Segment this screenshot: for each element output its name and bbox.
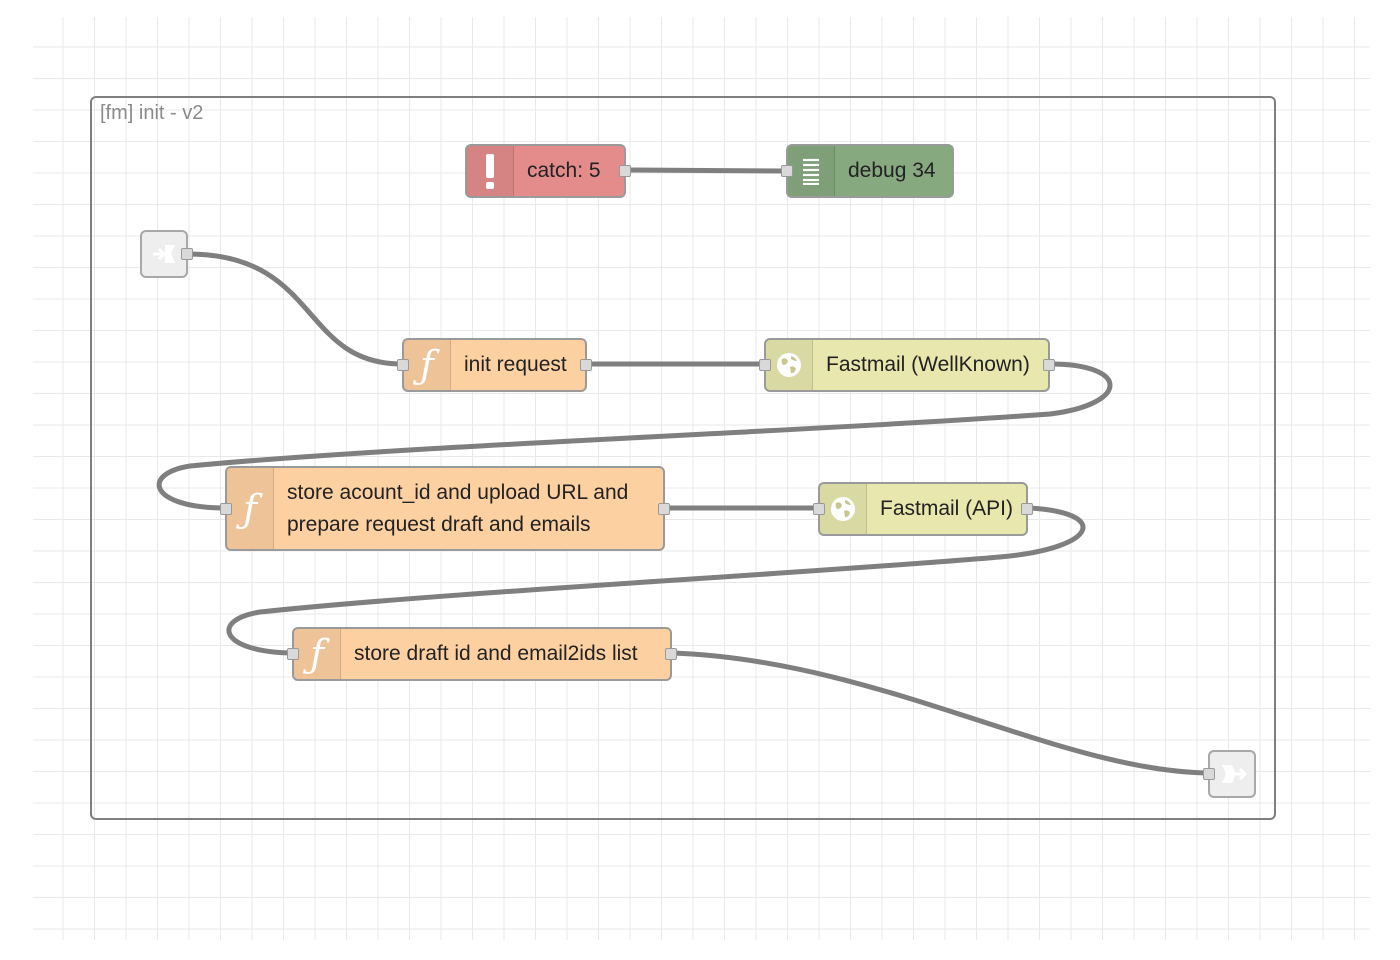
wire-api-draft[interactable]	[226, 505, 1086, 656]
store-draft-output-port[interactable]	[665, 648, 677, 660]
catch-node[interactable]: catch: 5	[465, 144, 631, 198]
group-label: [fm] init - v2	[100, 102, 204, 124]
store-account-label-line2: prepare request draft and emails	[287, 512, 591, 536]
link-out-icon	[1222, 765, 1247, 783]
fastmail-api-input-port[interactable]	[813, 503, 825, 515]
group-box[interactable]: [fm] init - v2	[90, 96, 1276, 820]
link-out-input-port[interactable]	[1203, 768, 1215, 780]
debug-input-port[interactable]	[781, 165, 793, 177]
init-request-output-port[interactable]	[580, 359, 592, 371]
init-request-node[interactable]: ƒ init request	[397, 338, 592, 392]
fastmail-wellknown-node[interactable]: Fastmail (WellKnown)	[759, 338, 1055, 392]
function-icon: ƒ	[294, 629, 341, 679]
wire-draft-linkout[interactable]	[669, 650, 1213, 776]
function-icon: ƒ	[404, 340, 451, 390]
store-account-label-line1: store acount_id and upload URL and	[287, 480, 629, 504]
store-account-node[interactable]: ƒ store acount_id and upload URL and pre…	[220, 466, 670, 551]
init-request-label: init request	[464, 353, 567, 376]
store-account-input-port[interactable]	[220, 502, 232, 515]
debug-node[interactable]: debug 34	[781, 144, 954, 198]
alert-icon	[467, 146, 514, 196]
fastmail-wellknown-input-port[interactable]	[759, 359, 771, 371]
store-draft-node[interactable]: ƒ store draft id and email2ids list	[287, 627, 677, 681]
globe-icon	[820, 484, 867, 534]
catch-node-label: catch: 5	[527, 159, 601, 182]
fastmail-api-label: Fastmail (API)	[880, 497, 1014, 520]
wire-linkin-init[interactable]	[185, 251, 405, 367]
debug-node-label: debug 34	[848, 159, 936, 182]
globe-icon	[766, 340, 813, 390]
store-draft-input-port[interactable]	[287, 648, 299, 660]
fastmail-api-output-port[interactable]	[1021, 503, 1033, 515]
debug-list-icon	[788, 146, 835, 196]
fastmail-api-node[interactable]: Fastmail (API)	[813, 482, 1033, 536]
fastmail-wellknown-output-port[interactable]	[1043, 359, 1055, 371]
store-account-label: store acount_id and upload URL and prepa…	[287, 468, 651, 549]
link-out-node[interactable]	[1203, 750, 1256, 798]
link-in-node[interactable]	[140, 230, 193, 278]
store-account-output-port[interactable]	[658, 502, 670, 515]
wire-catch-debug[interactable]	[623, 167, 789, 174]
function-icon: ƒ	[227, 468, 274, 549]
wire-wellknown-store[interactable]	[156, 361, 1113, 511]
catch-output-port[interactable]	[619, 165, 631, 177]
fastmail-wellknown-label: Fastmail (WellKnown)	[826, 353, 1030, 376]
store-draft-label: store draft id and email2ids list	[354, 642, 638, 665]
init-request-input-port[interactable]	[397, 359, 409, 371]
link-in-output-port[interactable]	[181, 248, 193, 260]
link-in-icon	[153, 245, 175, 263]
